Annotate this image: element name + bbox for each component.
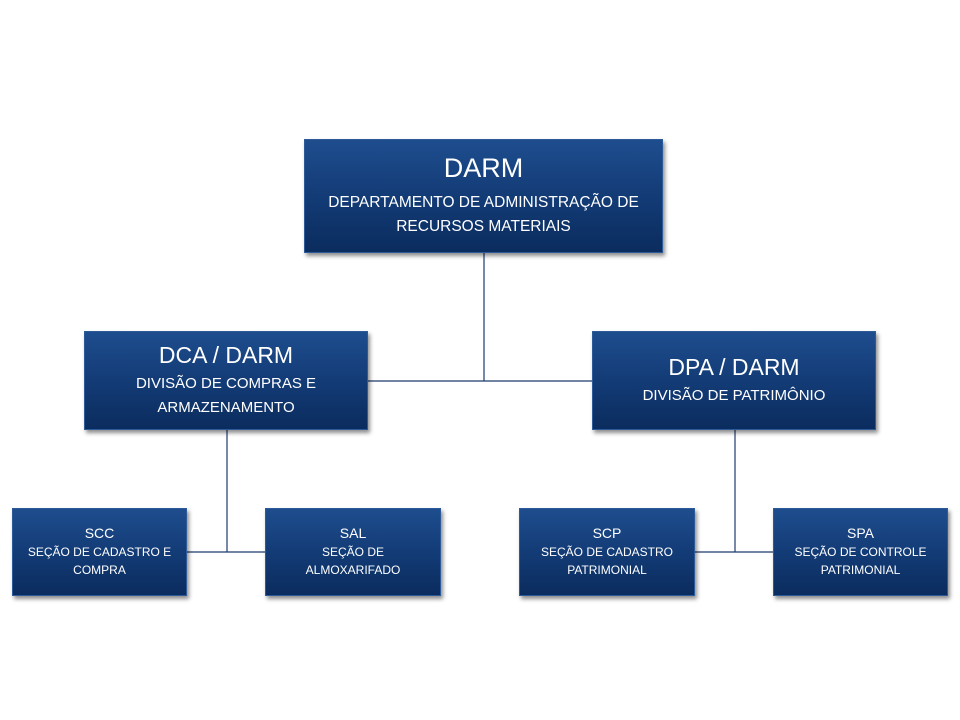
node-description: SEÇÃO DE CADASTRO PATRIMONIAL (540, 545, 674, 578)
node-description: DIVISÃO DE COMPRAS E ARMAZENAMENTO (135, 375, 317, 416)
node-code: SCC (84, 524, 115, 541)
org-node-scc: SCC SEÇÃO DE CADASTRO E COMPRA (12, 508, 187, 596)
node-code: SCP (592, 524, 622, 541)
node-description: SEÇÃO DE CONTROLE PATRIMONIAL (794, 545, 927, 578)
node-code: DCA / DARM (158, 342, 294, 369)
node-description: SEÇÃO DE CADASTRO E COMPRA (27, 545, 172, 578)
node-description: DIVISÃO DE PATRIMÔNIO (642, 387, 826, 405)
node-code: DARM (443, 153, 524, 184)
node-description: DEPARTAMENTO DE ADMINISTRAÇÃO DE RECURSO… (328, 193, 639, 235)
org-node-dca: DCA / DARM DIVISÃO DE COMPRAS E ARMAZENA… (84, 331, 368, 430)
org-node-sal: SAL SEÇÃO DE ALMOXARIFADO (265, 508, 441, 596)
org-node-spa: SPA SEÇÃO DE CONTROLE PATRIMONIAL (773, 508, 948, 596)
org-node-dpa: DPA / DARM DIVISÃO DE PATRIMÔNIO (592, 331, 876, 430)
org-node-darm: DARM DEPARTAMENTO DE ADMINISTRAÇÃO DE RE… (304, 139, 663, 253)
org-node-scp: SCP SEÇÃO DE CADASTRO PATRIMONIAL (519, 508, 695, 596)
node-code: SAL (339, 524, 367, 541)
node-code: DPA / DARM (668, 353, 800, 380)
node-description: SEÇÃO DE ALMOXARIFADO (305, 545, 401, 578)
node-code: SPA (847, 524, 874, 541)
